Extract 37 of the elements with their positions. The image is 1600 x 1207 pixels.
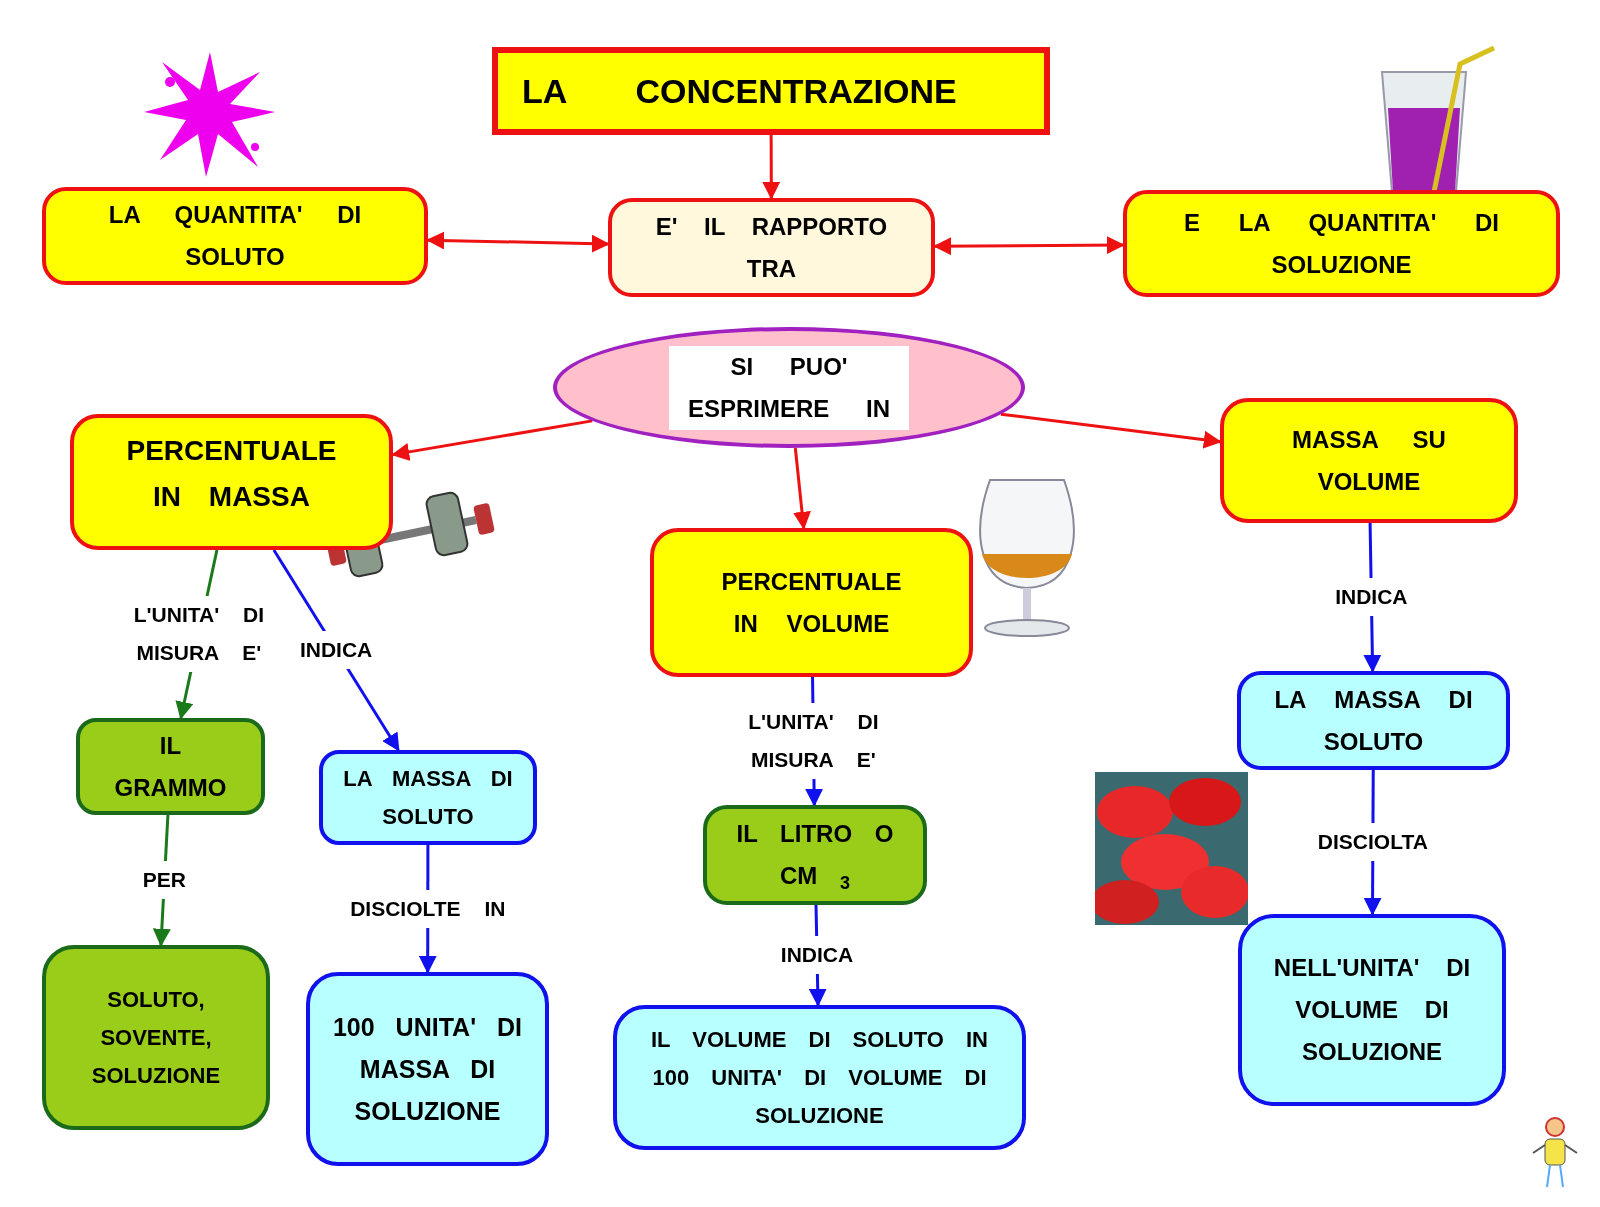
concept-box xyxy=(608,198,935,297)
node-text: LA CONCENTRAZIONE xyxy=(522,70,957,112)
concept-box xyxy=(613,1005,1026,1150)
concept-box xyxy=(650,528,973,677)
concept-box xyxy=(703,805,927,905)
node-text: PERCENTUALE IN VOLUME xyxy=(720,566,903,639)
node-text: IL VOLUME DI SOLUTO IN 100 UNITA' DI VOLUME DI SOLUZIONE xyxy=(650,1025,989,1130)
title-box xyxy=(492,47,1050,135)
node-text: 100 UNITA' DI MASSA DI SOLUZIONE xyxy=(331,1012,524,1127)
concept-box xyxy=(1123,190,1560,297)
node-text: LA MASSA DI SOLUTO xyxy=(342,764,514,831)
arrow xyxy=(762,135,781,200)
concept-box xyxy=(1238,914,1506,1106)
node-text: MASSA SU VOLUME xyxy=(1291,424,1447,497)
concept-box xyxy=(42,187,428,285)
arrow xyxy=(426,231,610,253)
concept-box xyxy=(70,414,393,550)
node-text: NELL'UNITA' DI VOLUME DI SOLUZIONE xyxy=(1272,953,1472,1067)
node-text: IL LITRO O CM $_{3}$ xyxy=(735,819,895,895)
highlighted-text: SI PUO' ESPRIMERE IN xyxy=(669,345,909,430)
concept-box xyxy=(319,750,537,845)
node-text: E LA QUANTITA' DI SOLUZIONE xyxy=(1183,207,1500,280)
concept-box xyxy=(306,972,549,1166)
node-text: LA QUANTITA' DI SOLUTO xyxy=(107,200,363,272)
node-text: IL GRAMMO xyxy=(113,730,228,803)
concept-box xyxy=(1220,398,1518,523)
arrow xyxy=(1000,412,1222,449)
node-text: LA MASSA DI SOLUTO xyxy=(1273,684,1474,757)
node-text: E' IL RAPPORTO TRA xyxy=(654,211,889,284)
concept-box xyxy=(1237,671,1510,770)
node-text: PERCENTUALE IN MASSA xyxy=(125,434,338,514)
node-text: SOLUTO, SOVENTE, SOLUZIONE xyxy=(90,985,222,1090)
arrow xyxy=(793,447,811,530)
arrow xyxy=(933,236,1125,256)
arrow xyxy=(391,419,593,461)
concept-box xyxy=(76,718,265,815)
concept-box xyxy=(42,945,270,1130)
